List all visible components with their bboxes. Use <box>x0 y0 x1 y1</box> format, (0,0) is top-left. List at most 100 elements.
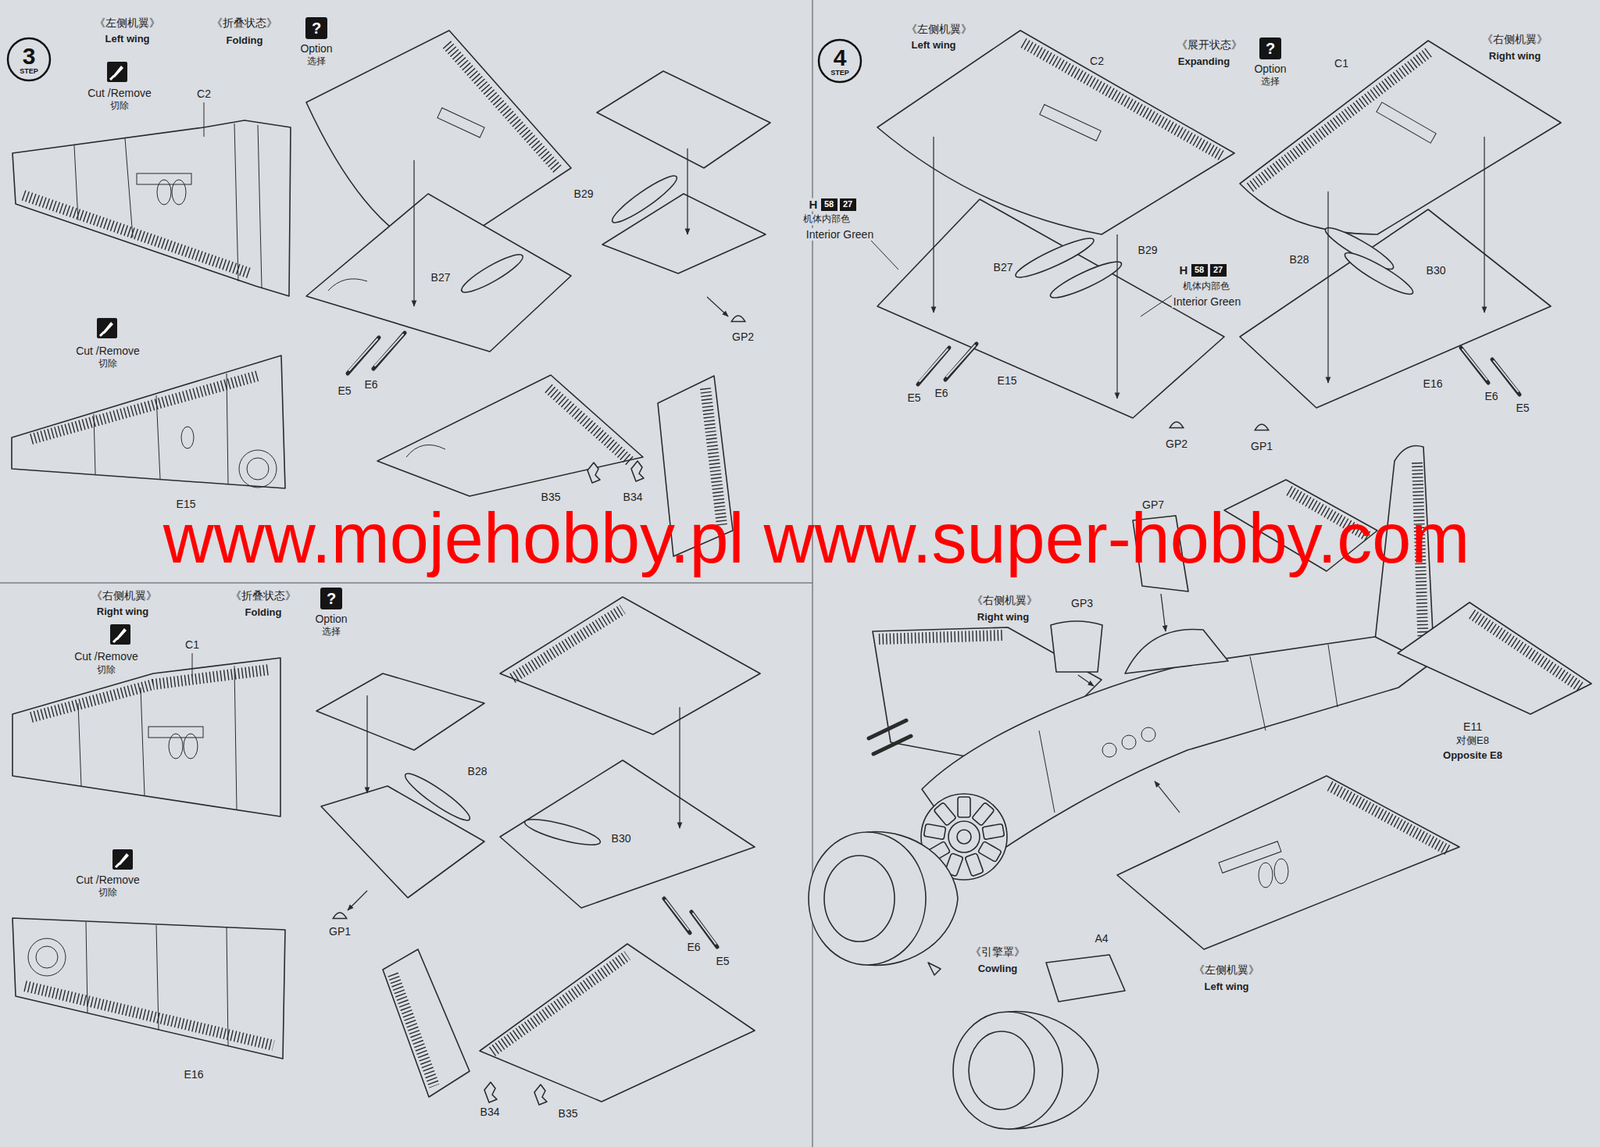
option-text: 选择 <box>320 626 343 638</box>
wing-plan-view <box>25 985 274 1046</box>
wing-part-drawing <box>1250 51 1430 188</box>
paint-name: 机体内部色 <box>801 214 852 225</box>
option-mark: ? <box>311 20 322 37</box>
wing-part-drawing <box>678 707 680 829</box>
wing-part-drawing <box>1460 347 1489 383</box>
option-icon: ? <box>305 17 328 40</box>
wing-part-drawing <box>596 71 771 168</box>
wing-plan-view <box>183 733 198 759</box>
part-note: 对侧E8 <box>1454 735 1491 747</box>
wing-part-drawing <box>707 296 729 317</box>
wing-part-drawing <box>377 375 643 497</box>
paint-code-box: 27 <box>839 198 857 211</box>
aircraft-drawing <box>808 832 926 965</box>
part-number: E6 <box>685 940 702 954</box>
paint-code: 27 <box>1213 265 1223 275</box>
option-icon: ? <box>1259 37 1282 60</box>
part-number: B30 <box>610 832 633 845</box>
part-number: B27 <box>992 260 1015 274</box>
aircraft-drawing <box>971 802 995 826</box>
wing-plan-view <box>85 921 229 1046</box>
cut-note: Cut /Remove <box>85 86 154 100</box>
part-number: GP3 <box>1069 596 1095 610</box>
watermark: www.mojehobby.pl www.super-hobby.com <box>163 498 1470 580</box>
step-badge: 4STEP <box>817 38 863 84</box>
part-number: C2 <box>195 87 213 100</box>
wing-plan-view <box>31 375 258 440</box>
wing-heading: 《右侧机翼》 <box>970 593 1040 607</box>
wing-part-drawing <box>1116 234 1118 399</box>
paint-code-box: 58 <box>1191 264 1208 277</box>
part-number: C2 <box>1088 54 1106 68</box>
aircraft-drawing <box>928 962 941 975</box>
wing-part-drawing <box>366 695 368 793</box>
cut-note: Cut /Remove <box>74 873 142 886</box>
wing-part-drawing <box>321 785 485 898</box>
wing-part-drawing <box>877 199 1225 418</box>
paint-name: Interior Green <box>1171 295 1243 308</box>
wing-plan-view <box>181 426 194 449</box>
aircraft-drawing <box>923 823 946 840</box>
wing-plan-view <box>31 669 270 718</box>
wing-part-drawing <box>919 349 948 382</box>
cut-icon <box>96 317 118 339</box>
wing-plan-view <box>93 373 229 485</box>
part-number: C1 <box>1332 57 1350 70</box>
aircraft-drawing <box>1397 602 1592 715</box>
wing-part-drawing <box>946 345 975 377</box>
wing-part-drawing <box>932 136 934 313</box>
option-text: Option <box>298 42 334 55</box>
wing-plan-view <box>203 102 205 137</box>
part-number: E6 <box>1482 389 1500 403</box>
wing-part-drawing <box>665 900 689 930</box>
wing-heading: 《左侧机翼》 <box>92 16 162 29</box>
wing-part-drawing <box>664 898 690 933</box>
part-number: E15 <box>996 374 1019 387</box>
wing-part-drawing <box>413 160 415 307</box>
paint-code-box: 27 <box>1210 264 1227 277</box>
wing-part-drawing <box>686 148 688 235</box>
aircraft-drawing <box>1078 675 1094 686</box>
wing-part-drawing <box>1462 349 1487 380</box>
option-text: 选择 <box>1259 76 1282 88</box>
wing-part-drawing <box>1169 421 1184 429</box>
option-icon: ? <box>320 587 343 610</box>
part-note: Opposite E8 <box>1441 750 1504 762</box>
wing-part-drawing <box>437 107 485 138</box>
wing-name: Right wing <box>975 611 1031 624</box>
aircraft-drawing <box>1121 735 1136 750</box>
wing-part-drawing <box>406 444 446 458</box>
state-name: Expanding <box>1176 56 1232 68</box>
step-number: 4 <box>833 45 847 71</box>
wing-part-drawing <box>1239 40 1561 235</box>
wing-heading: 《右侧机翼》 <box>1480 32 1550 46</box>
part-heading: 《引擎罩》 <box>968 945 1027 958</box>
paint-name: 机体内部色 <box>1181 281 1232 293</box>
aircraft-drawing <box>1329 785 1448 850</box>
wing-part-drawing <box>534 1084 547 1105</box>
paint-code: 58 <box>1194 265 1204 275</box>
wing-part-drawing <box>731 315 746 322</box>
part-number: E6 <box>362 378 379 391</box>
wing-part-drawing <box>512 609 623 679</box>
part-number: B30 <box>1425 264 1448 277</box>
cut-icon <box>107 61 128 83</box>
step-word: STEP <box>830 69 850 77</box>
aircraft-drawing <box>1471 614 1582 688</box>
part-number: E16 <box>1421 377 1445 390</box>
wing-plan-view <box>78 665 237 810</box>
wing-name: Left wing <box>103 33 151 46</box>
wing-name: Right wing <box>1487 50 1543 63</box>
aircraft-drawing <box>1274 858 1289 884</box>
wing-part-drawing <box>1239 209 1551 408</box>
aircraft-drawing <box>957 796 971 818</box>
part-number: E16 <box>182 1067 206 1081</box>
wing-part-drawing <box>446 44 559 171</box>
state-heading: 《折叠状态》 <box>228 589 298 602</box>
wing-part-drawing <box>316 673 485 750</box>
wing-part-drawing <box>1140 295 1172 317</box>
aircraft-drawing <box>1102 742 1117 758</box>
aircraft-drawing <box>868 720 907 739</box>
aircraft-drawing <box>1160 593 1166 632</box>
aircraft-drawing <box>1125 628 1229 674</box>
